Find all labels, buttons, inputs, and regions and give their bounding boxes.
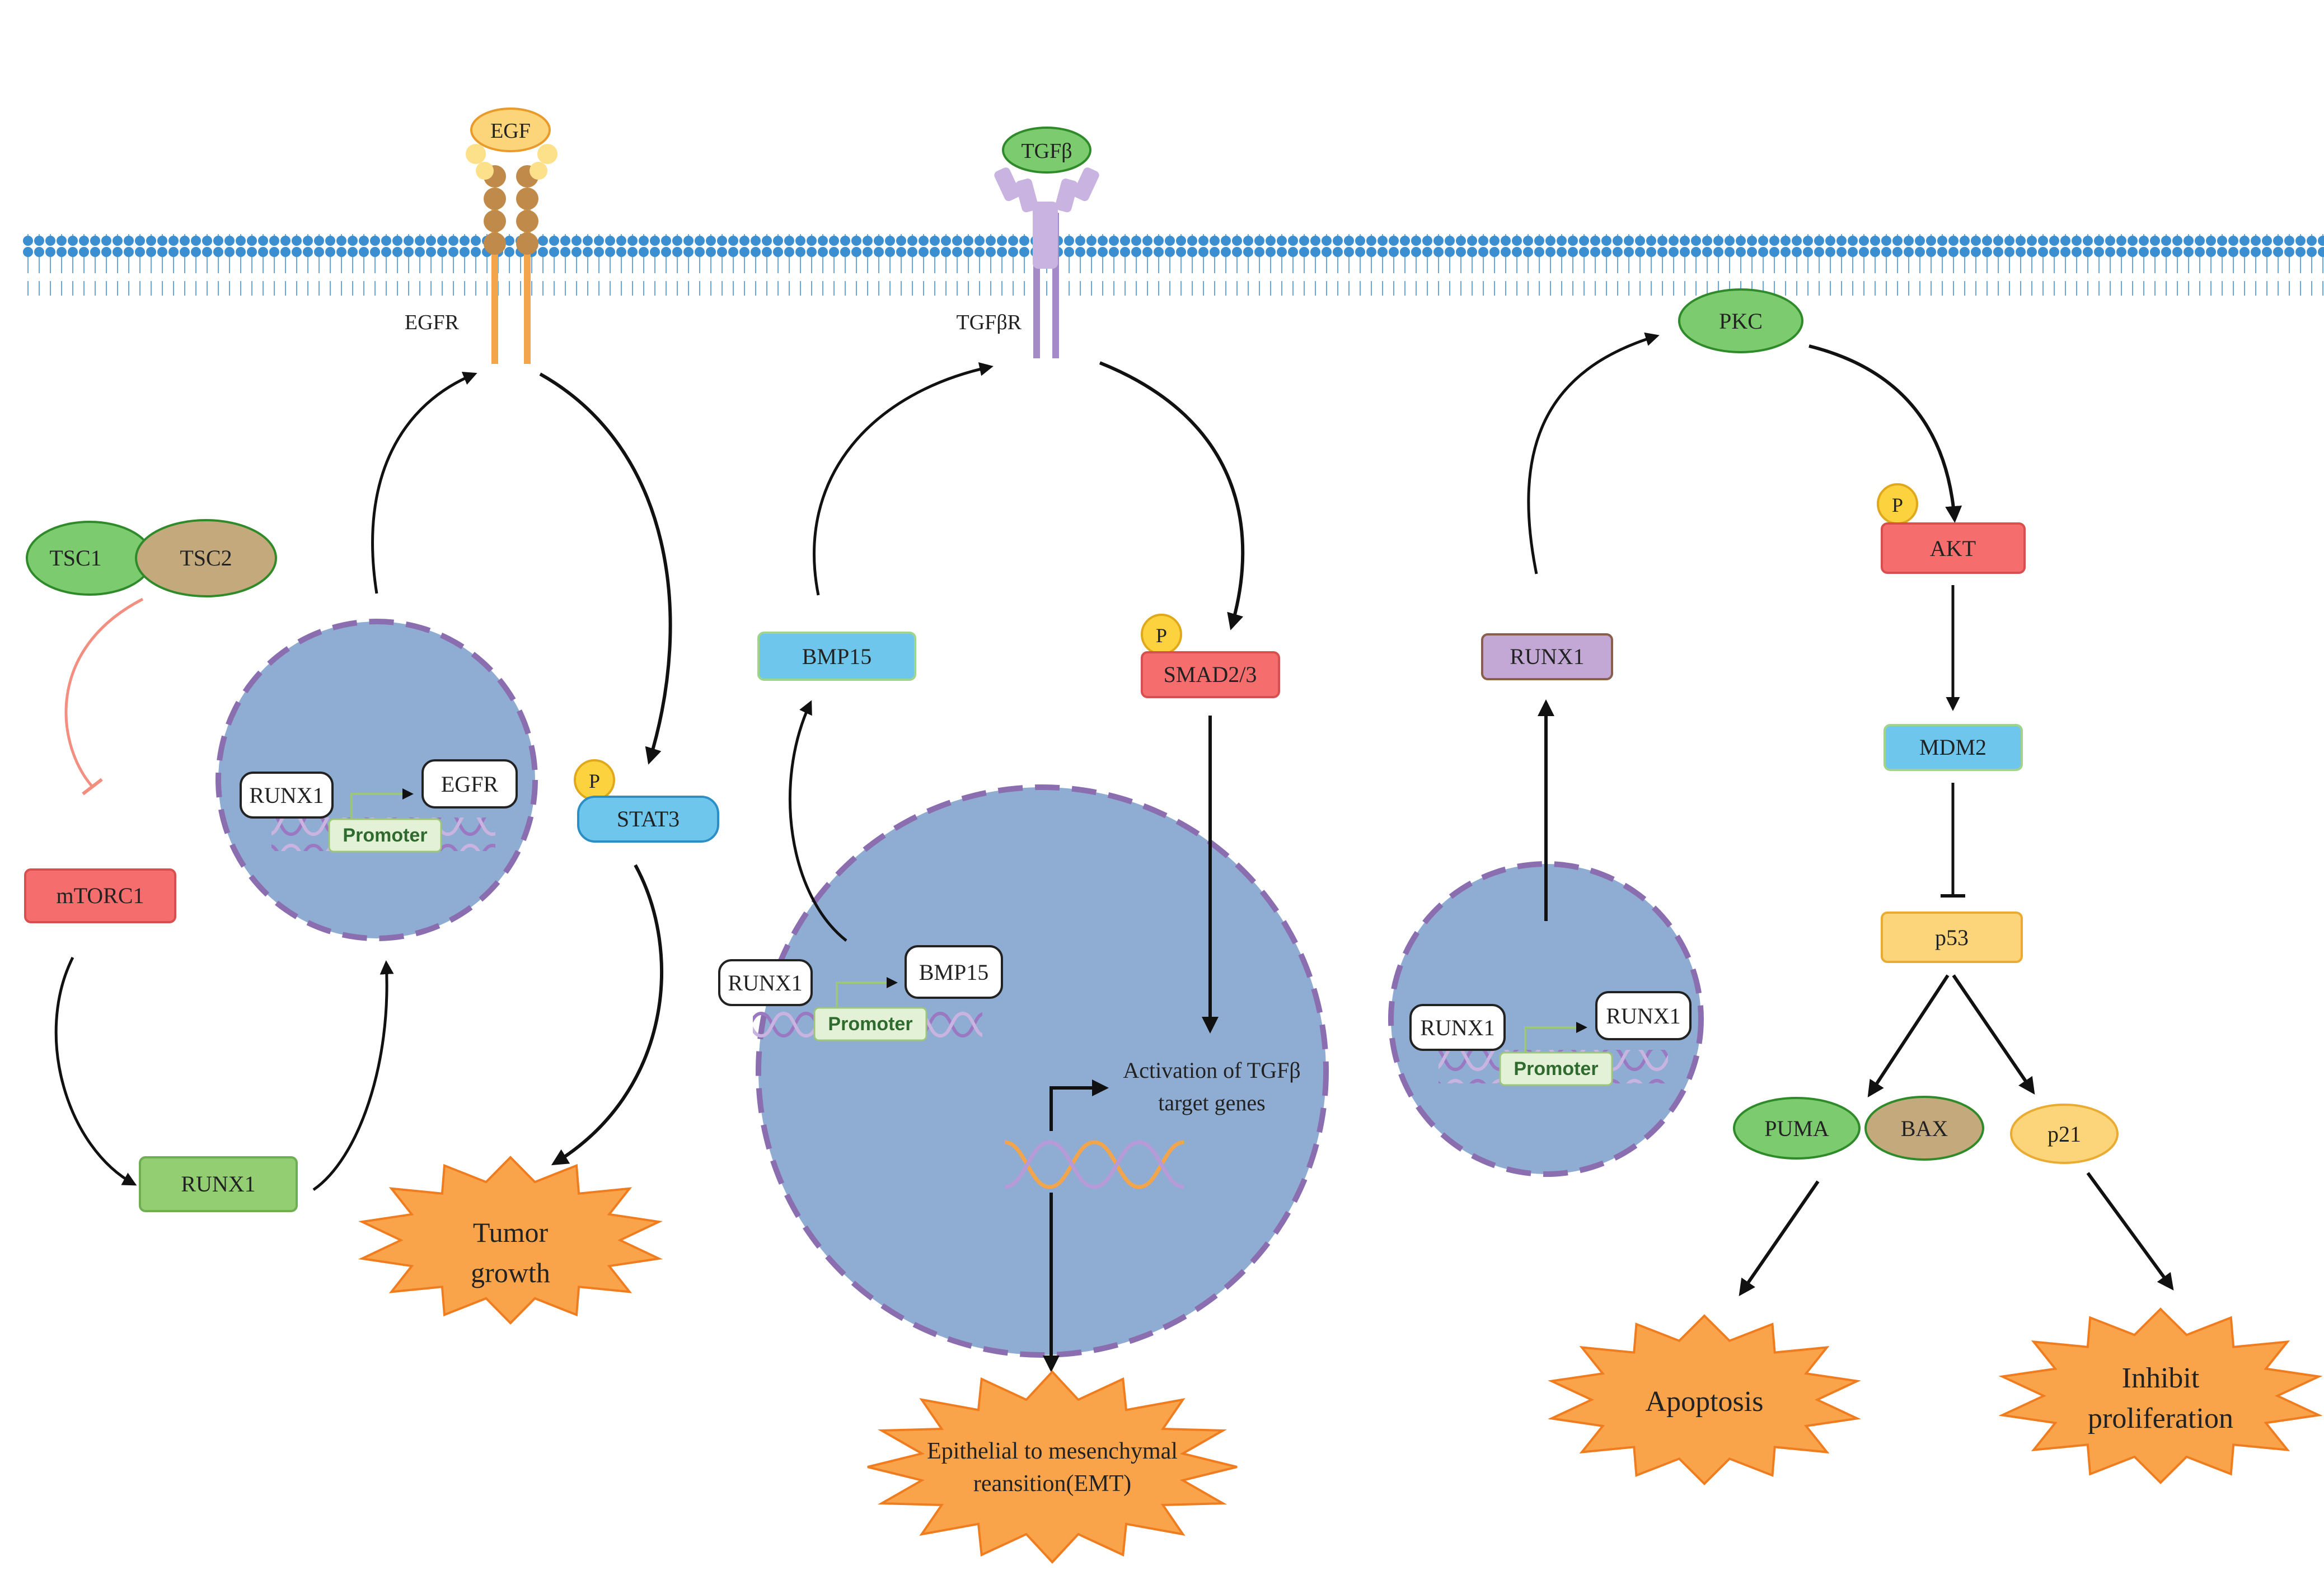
puma-label: PUMA xyxy=(1764,1116,1829,1141)
egf-label: EGF xyxy=(490,119,531,143)
tgfbr-membrane-label: TGFβR xyxy=(957,311,1022,334)
puma-node xyxy=(1733,1097,1861,1160)
arrow-p53-puma xyxy=(1867,974,1950,1098)
stat3-label: STAT3 xyxy=(617,806,680,831)
activation-line1: Activation of TGFβ xyxy=(1123,1058,1300,1083)
tumor-growth-line2: growth xyxy=(471,1257,550,1288)
runx1-gene-middle xyxy=(718,959,813,1006)
egfr-gene-left xyxy=(421,759,518,808)
arrow-p53-p21 xyxy=(1952,974,2035,1095)
runx1-gene-right-a xyxy=(1409,1004,1506,1051)
cell-membrane xyxy=(22,234,2324,296)
promoter-left xyxy=(328,818,442,853)
arrow-runx1-pkc xyxy=(1527,332,1660,574)
runx1-gene-right-a-label: RUNX1 xyxy=(1420,1015,1494,1040)
promoter-left-label: Promoter xyxy=(343,825,427,846)
transcription-arrow xyxy=(1049,1079,1109,1131)
runx1-gene-right-b xyxy=(1595,991,1692,1040)
mdm2-label: MDM2 xyxy=(1919,735,1986,760)
activation-line2: target genes xyxy=(1158,1090,1265,1115)
arrow-nucleus-egfr xyxy=(371,371,477,594)
p53-node xyxy=(1881,912,2023,963)
arrow-stat3-tumor xyxy=(551,864,663,1166)
bmp15-node xyxy=(757,632,916,681)
inhibit-line2: proliferation xyxy=(2088,1403,2233,1434)
nucleus-left xyxy=(215,619,538,941)
runx1-left-label: RUNX1 xyxy=(181,1171,255,1197)
inhibit-bar-mtorc1 xyxy=(82,778,103,796)
arrow-runx1-nucleus xyxy=(312,960,394,1191)
pkc-node xyxy=(1678,288,1803,353)
tumor-growth-line1: Tumor xyxy=(473,1217,549,1248)
stat3-node xyxy=(577,796,719,843)
inhibit-line1: Inhibit xyxy=(2122,1362,2200,1394)
runx1-gene-left-label: RUNX1 xyxy=(249,783,324,808)
mtorc1-label: mTORC1 xyxy=(56,883,144,908)
inhibit-proliferation-burst xyxy=(1998,1307,2323,1484)
akt-label: AKT xyxy=(1930,536,1976,561)
promoter-right xyxy=(1499,1051,1613,1086)
runx1-gene-middle-label: RUNX1 xyxy=(728,970,802,996)
bmp15-gene-middle-label: BMP15 xyxy=(919,960,989,985)
tsc2-label: TSC2 xyxy=(180,545,232,571)
tsc-inhibits-mtorc1 xyxy=(64,597,144,788)
arrow-bmp15-gene xyxy=(789,700,847,942)
smad-node xyxy=(1141,651,1280,698)
dna-helix-target xyxy=(1004,1140,1184,1189)
bax-label: BAX xyxy=(1901,1116,1948,1141)
bax-node xyxy=(1864,1096,1984,1161)
arrow-pkc-akt xyxy=(1808,344,1962,523)
apoptosis-label: Apoptosis xyxy=(1646,1386,1764,1418)
emt-line2: reansition(EMT) xyxy=(973,1471,1131,1497)
emt-line1: Epithelial to mesenchymal xyxy=(927,1438,1178,1464)
arrow-puma-apoptosis xyxy=(1739,1180,1820,1296)
bmp15-label: BMP15 xyxy=(802,644,872,669)
runx1-right-label: RUNX1 xyxy=(1510,644,1584,669)
egfr-gene-left-label: EGFR xyxy=(441,772,499,797)
phospho-smad-label: P xyxy=(1156,624,1167,647)
arrow-bmp15-tgfbr xyxy=(813,362,994,596)
arrow-egfr-stat3 xyxy=(539,372,672,765)
promoter-middle xyxy=(813,1007,927,1041)
phospho-akt-label: P xyxy=(1892,494,1903,516)
apoptosis-burst xyxy=(1548,1314,1861,1485)
mtorc1-node xyxy=(24,868,176,923)
tumor-growth-burst xyxy=(358,1156,663,1325)
egf-ligand xyxy=(470,108,551,152)
egfr-receptor xyxy=(466,144,557,364)
nucleus-right xyxy=(1388,861,1704,1177)
pkc-label: PKC xyxy=(1719,309,1763,334)
promoter-middle-label: Promoter xyxy=(828,1013,912,1035)
tgfb-label: TGFβ xyxy=(1021,139,1072,163)
mdm2-node xyxy=(1883,724,2023,771)
arrow-tgfbr-smad xyxy=(1099,361,1245,630)
akt-node xyxy=(1881,522,2026,574)
promoter-right-arrow xyxy=(1524,1022,1587,1053)
p53-label: p53 xyxy=(1935,925,1969,950)
bmp15-gene-middle xyxy=(905,945,1003,999)
arrow-mtorc1-runx1 xyxy=(54,956,137,1186)
promoter-left-arrow xyxy=(350,788,414,819)
smad-label: SMAD2/3 xyxy=(1164,662,1257,687)
tgfbr-receptor xyxy=(994,167,1099,358)
tsc2-node xyxy=(135,519,277,597)
runx1-left-node xyxy=(139,1156,298,1212)
p21-node xyxy=(2010,1104,2119,1164)
runx1-gene-left xyxy=(240,772,334,819)
egfr-membrane-label: EGFR xyxy=(405,311,460,334)
emt-burst xyxy=(867,1370,1238,1564)
promoter-middle-arrow xyxy=(836,977,898,1008)
phospho-stat3-label: P xyxy=(589,770,600,792)
p21-label: p21 xyxy=(2047,1121,2081,1147)
runx1-right-node xyxy=(1481,633,1613,680)
promoter-right-label: Promoter xyxy=(1514,1058,1598,1079)
arrow-p21-inhibit xyxy=(2086,1172,2174,1291)
tsc1-label: TSC1 xyxy=(49,545,101,571)
tgfb-ligand xyxy=(1002,127,1091,174)
runx1-gene-right-b-label: RUNX1 xyxy=(1606,1003,1680,1029)
nucleus-middle xyxy=(756,784,1329,1358)
